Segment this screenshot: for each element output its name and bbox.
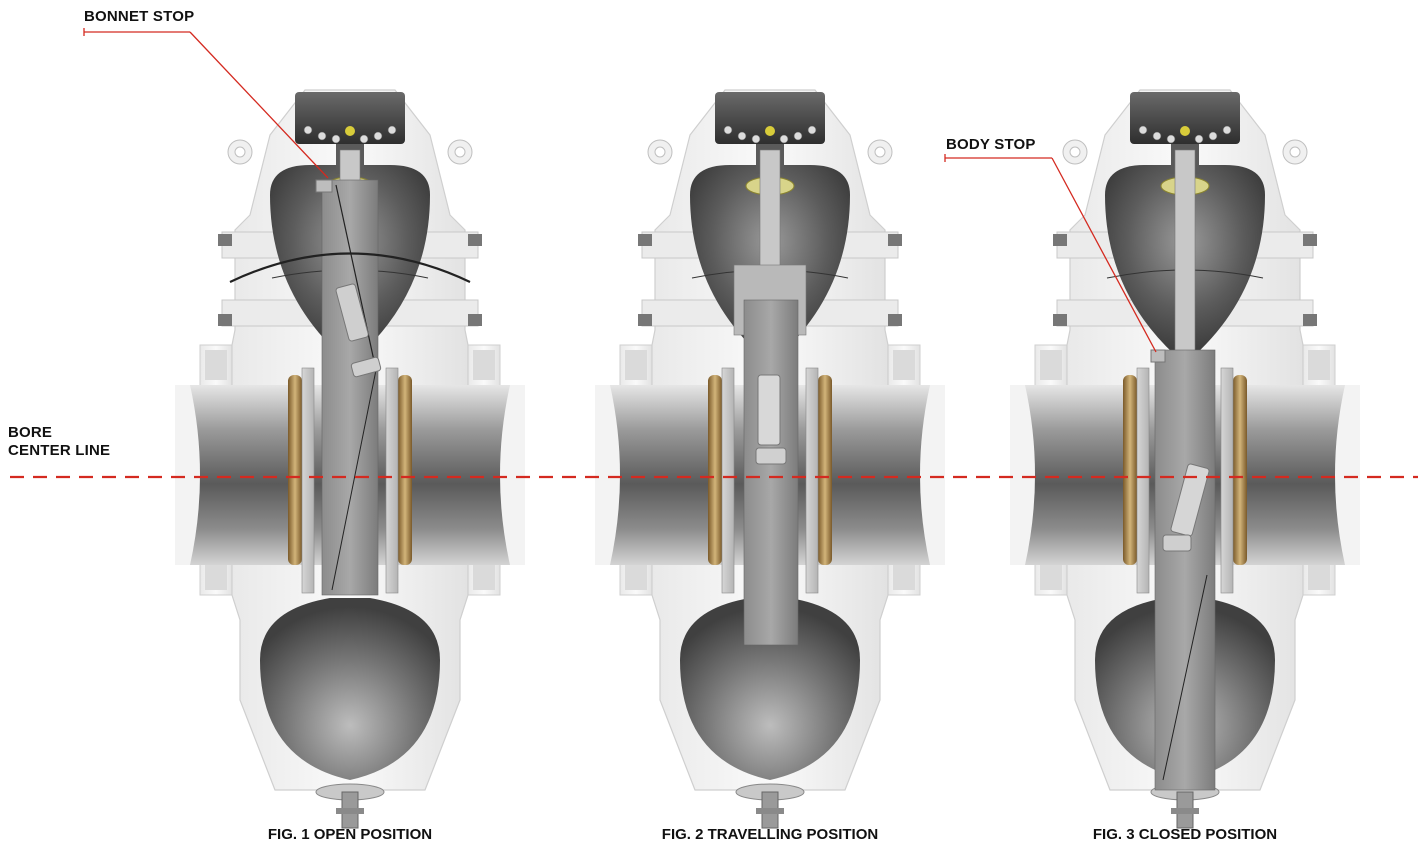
bore-label-line2: CENTER LINE — [8, 442, 111, 459]
figure-caption-travelling: FIG. 2 TRAVELLING POSITION — [661, 826, 879, 843]
bore-label-line1: BORE — [8, 424, 53, 441]
body-stop-leader — [944, 154, 1157, 353]
figure-caption-closed: FIG. 3 CLOSED POSITION — [1092, 826, 1278, 843]
bore-center-line-label: BORE CENTER LINE — [8, 424, 110, 460]
valve-figure-open — [174, 89, 526, 829]
bonnet-stop-label: BONNET STOP — [84, 8, 195, 25]
figure-caption-open: FIG. 1 OPEN POSITION — [267, 826, 433, 843]
valve-figure-travelling — [594, 89, 946, 829]
valve-figure-closed — [1009, 89, 1361, 829]
bonnet-stop-leader — [83, 28, 329, 179]
body-stop-label: BODY STOP — [946, 136, 1036, 153]
